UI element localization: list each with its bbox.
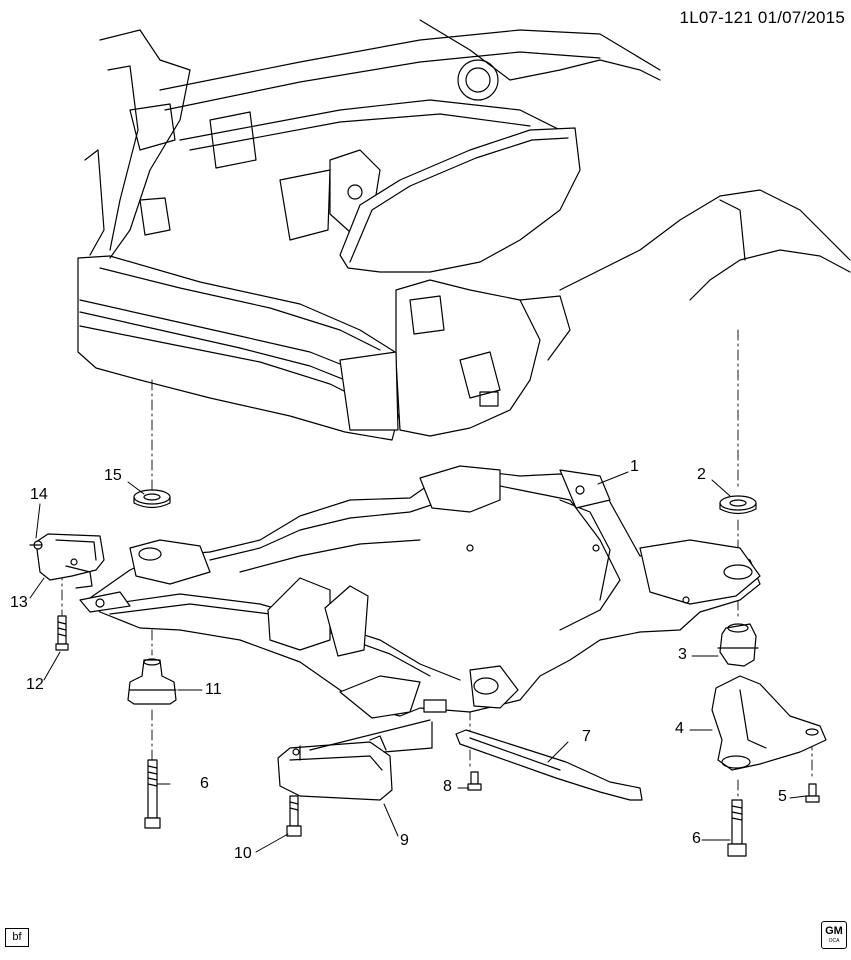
bolt-6-right xyxy=(727,799,747,857)
callout-7: 7 xyxy=(582,728,591,745)
frame-cradle xyxy=(79,465,761,719)
leader-lines xyxy=(29,471,807,853)
callout-14: 14 xyxy=(30,486,48,503)
callout-5: 5 xyxy=(778,788,787,805)
gm-logo: GM OCA xyxy=(821,921,847,949)
reference-code: 1L07-121 01/07/2015 xyxy=(679,8,845,27)
brace-7 xyxy=(455,729,643,801)
bolt-5 xyxy=(805,783,820,803)
callout-15: 15 xyxy=(104,467,122,484)
callout-11: 11 xyxy=(205,681,222,698)
bolt-12 xyxy=(55,615,69,651)
callout-6-left: 6 xyxy=(200,775,209,792)
callout-3: 3 xyxy=(678,646,687,663)
gm-logo-sub: OCA xyxy=(828,938,840,944)
callout-4: 4 xyxy=(675,720,684,737)
lower-insulator-11 xyxy=(127,658,177,705)
callout-8: 8 xyxy=(443,778,452,795)
callout-6-right: 6 xyxy=(692,830,701,847)
bracket-13 xyxy=(35,533,105,589)
callout-9: 9 xyxy=(400,832,409,849)
lower-insulator-3 xyxy=(717,623,759,667)
callout-13: 13 xyxy=(10,594,28,611)
bracket-4 xyxy=(711,675,827,771)
bolt-10 xyxy=(286,795,302,837)
callout-2: 2 xyxy=(697,466,706,483)
deflector-9 xyxy=(277,719,433,801)
upper-insulator-2 xyxy=(719,495,757,515)
upper-insulator-15 xyxy=(133,489,171,509)
bolt-8 xyxy=(467,771,482,791)
callout-1: 1 xyxy=(630,458,639,475)
callout-10: 10 xyxy=(234,845,252,862)
vehicle-body-structure xyxy=(77,19,851,441)
bolt-6-left xyxy=(144,759,161,829)
bolt-14 xyxy=(29,540,43,550)
gm-logo-main: GM xyxy=(825,925,843,937)
corner-tag: bf xyxy=(5,928,29,947)
callout-12: 12 xyxy=(26,676,44,693)
